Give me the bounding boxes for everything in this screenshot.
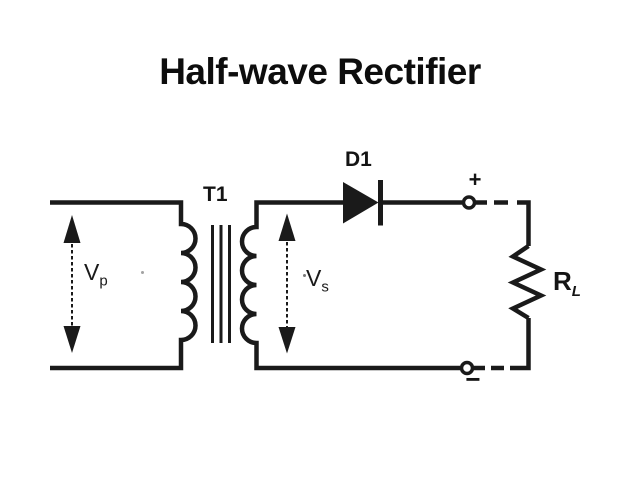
load-rail-bottom (519, 318, 531, 371)
page-title: Half-wave Rectifier (159, 51, 481, 92)
diode-triangle (343, 182, 379, 224)
secondary-voltage-label: Vs (306, 265, 329, 295)
ink-speck (141, 271, 144, 274)
load-resistor-zigzag (507, 244, 547, 320)
load-resistor-label: RL (553, 266, 581, 301)
load-rail-top (517, 200, 531, 246)
rl-sub: L (571, 283, 581, 301)
transformer-label: T1 (203, 183, 228, 206)
vp-arrow-down-head (63, 326, 81, 353)
ink-speck (303, 274, 306, 277)
rl-main: R (553, 266, 572, 296)
vs-sub: s (321, 278, 329, 296)
positive-terminal-circle (461, 195, 477, 210)
primary-voltage-label: Vp (84, 259, 108, 289)
positive-terminal-label: + (468, 167, 482, 192)
secondary-winding-wire (239, 200, 460, 371)
negative-terminal-label: − (465, 364, 481, 394)
vs-arrow-up-head (278, 213, 296, 241)
vp-main: V (84, 259, 100, 285)
vs-main: V (306, 265, 322, 291)
vp-arrow-up-head (63, 215, 81, 243)
vs-arrow-down-head (278, 327, 296, 354)
negative-terminal-circle (459, 360, 475, 376)
vp-sub: p (99, 272, 108, 290)
primary-winding-wire (50, 200, 198, 371)
diode-label: D1 (345, 148, 372, 171)
